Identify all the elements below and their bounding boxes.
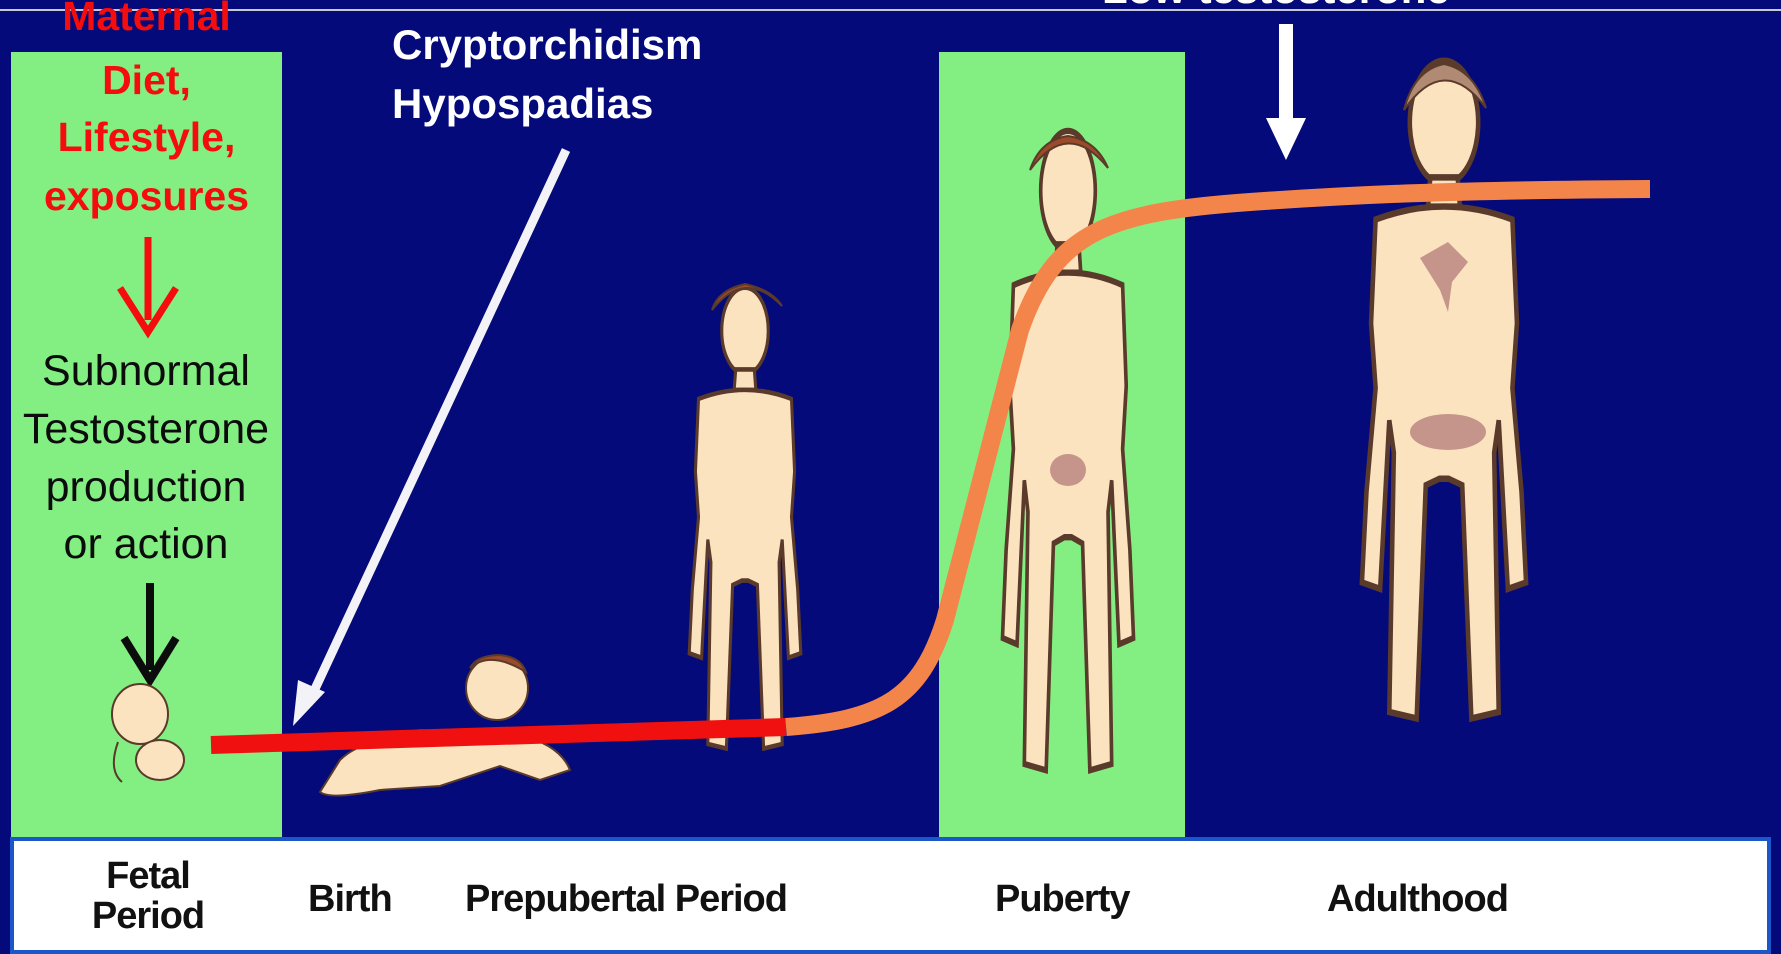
stage-birth: Birth xyxy=(308,880,392,920)
adult-man-figure-icon xyxy=(1362,61,1526,719)
action-label: or action xyxy=(6,523,286,566)
low-testosterone-label: Low testosterone xyxy=(1102,0,1450,10)
fetus-figure-icon xyxy=(112,684,184,782)
maternal-label: Maternal xyxy=(11,0,282,37)
white-diagonal-arrow-icon xyxy=(293,150,566,726)
black-down-arrow-icon xyxy=(124,583,176,680)
exposures-label: exposures xyxy=(11,176,282,217)
lifestyle-label: Lifestyle, xyxy=(11,117,282,158)
stage-fetal-period: Fetal Period xyxy=(78,857,218,937)
production-label: production xyxy=(6,466,286,509)
red-down-arrow-icon xyxy=(120,237,176,332)
stage-prepubertal-period: Prepubertal Period xyxy=(465,880,787,920)
testosterone-label: Testosterone xyxy=(6,408,286,451)
stage-adulthood: Adulthood xyxy=(1327,880,1508,920)
hypospadias-label: Hypospadias xyxy=(392,83,653,125)
stage-puberty: Puberty xyxy=(995,880,1129,920)
infant-figure-icon xyxy=(320,655,570,796)
diet-label: Diet, xyxy=(11,60,282,101)
subnormal-label: Subnormal xyxy=(6,350,286,393)
low-testosterone-segment xyxy=(211,727,786,745)
cryptorchidism-label: Cryptorchidism xyxy=(392,24,702,66)
boy-figure-icon xyxy=(689,284,801,749)
white-down-arrow-icon xyxy=(1266,24,1306,160)
